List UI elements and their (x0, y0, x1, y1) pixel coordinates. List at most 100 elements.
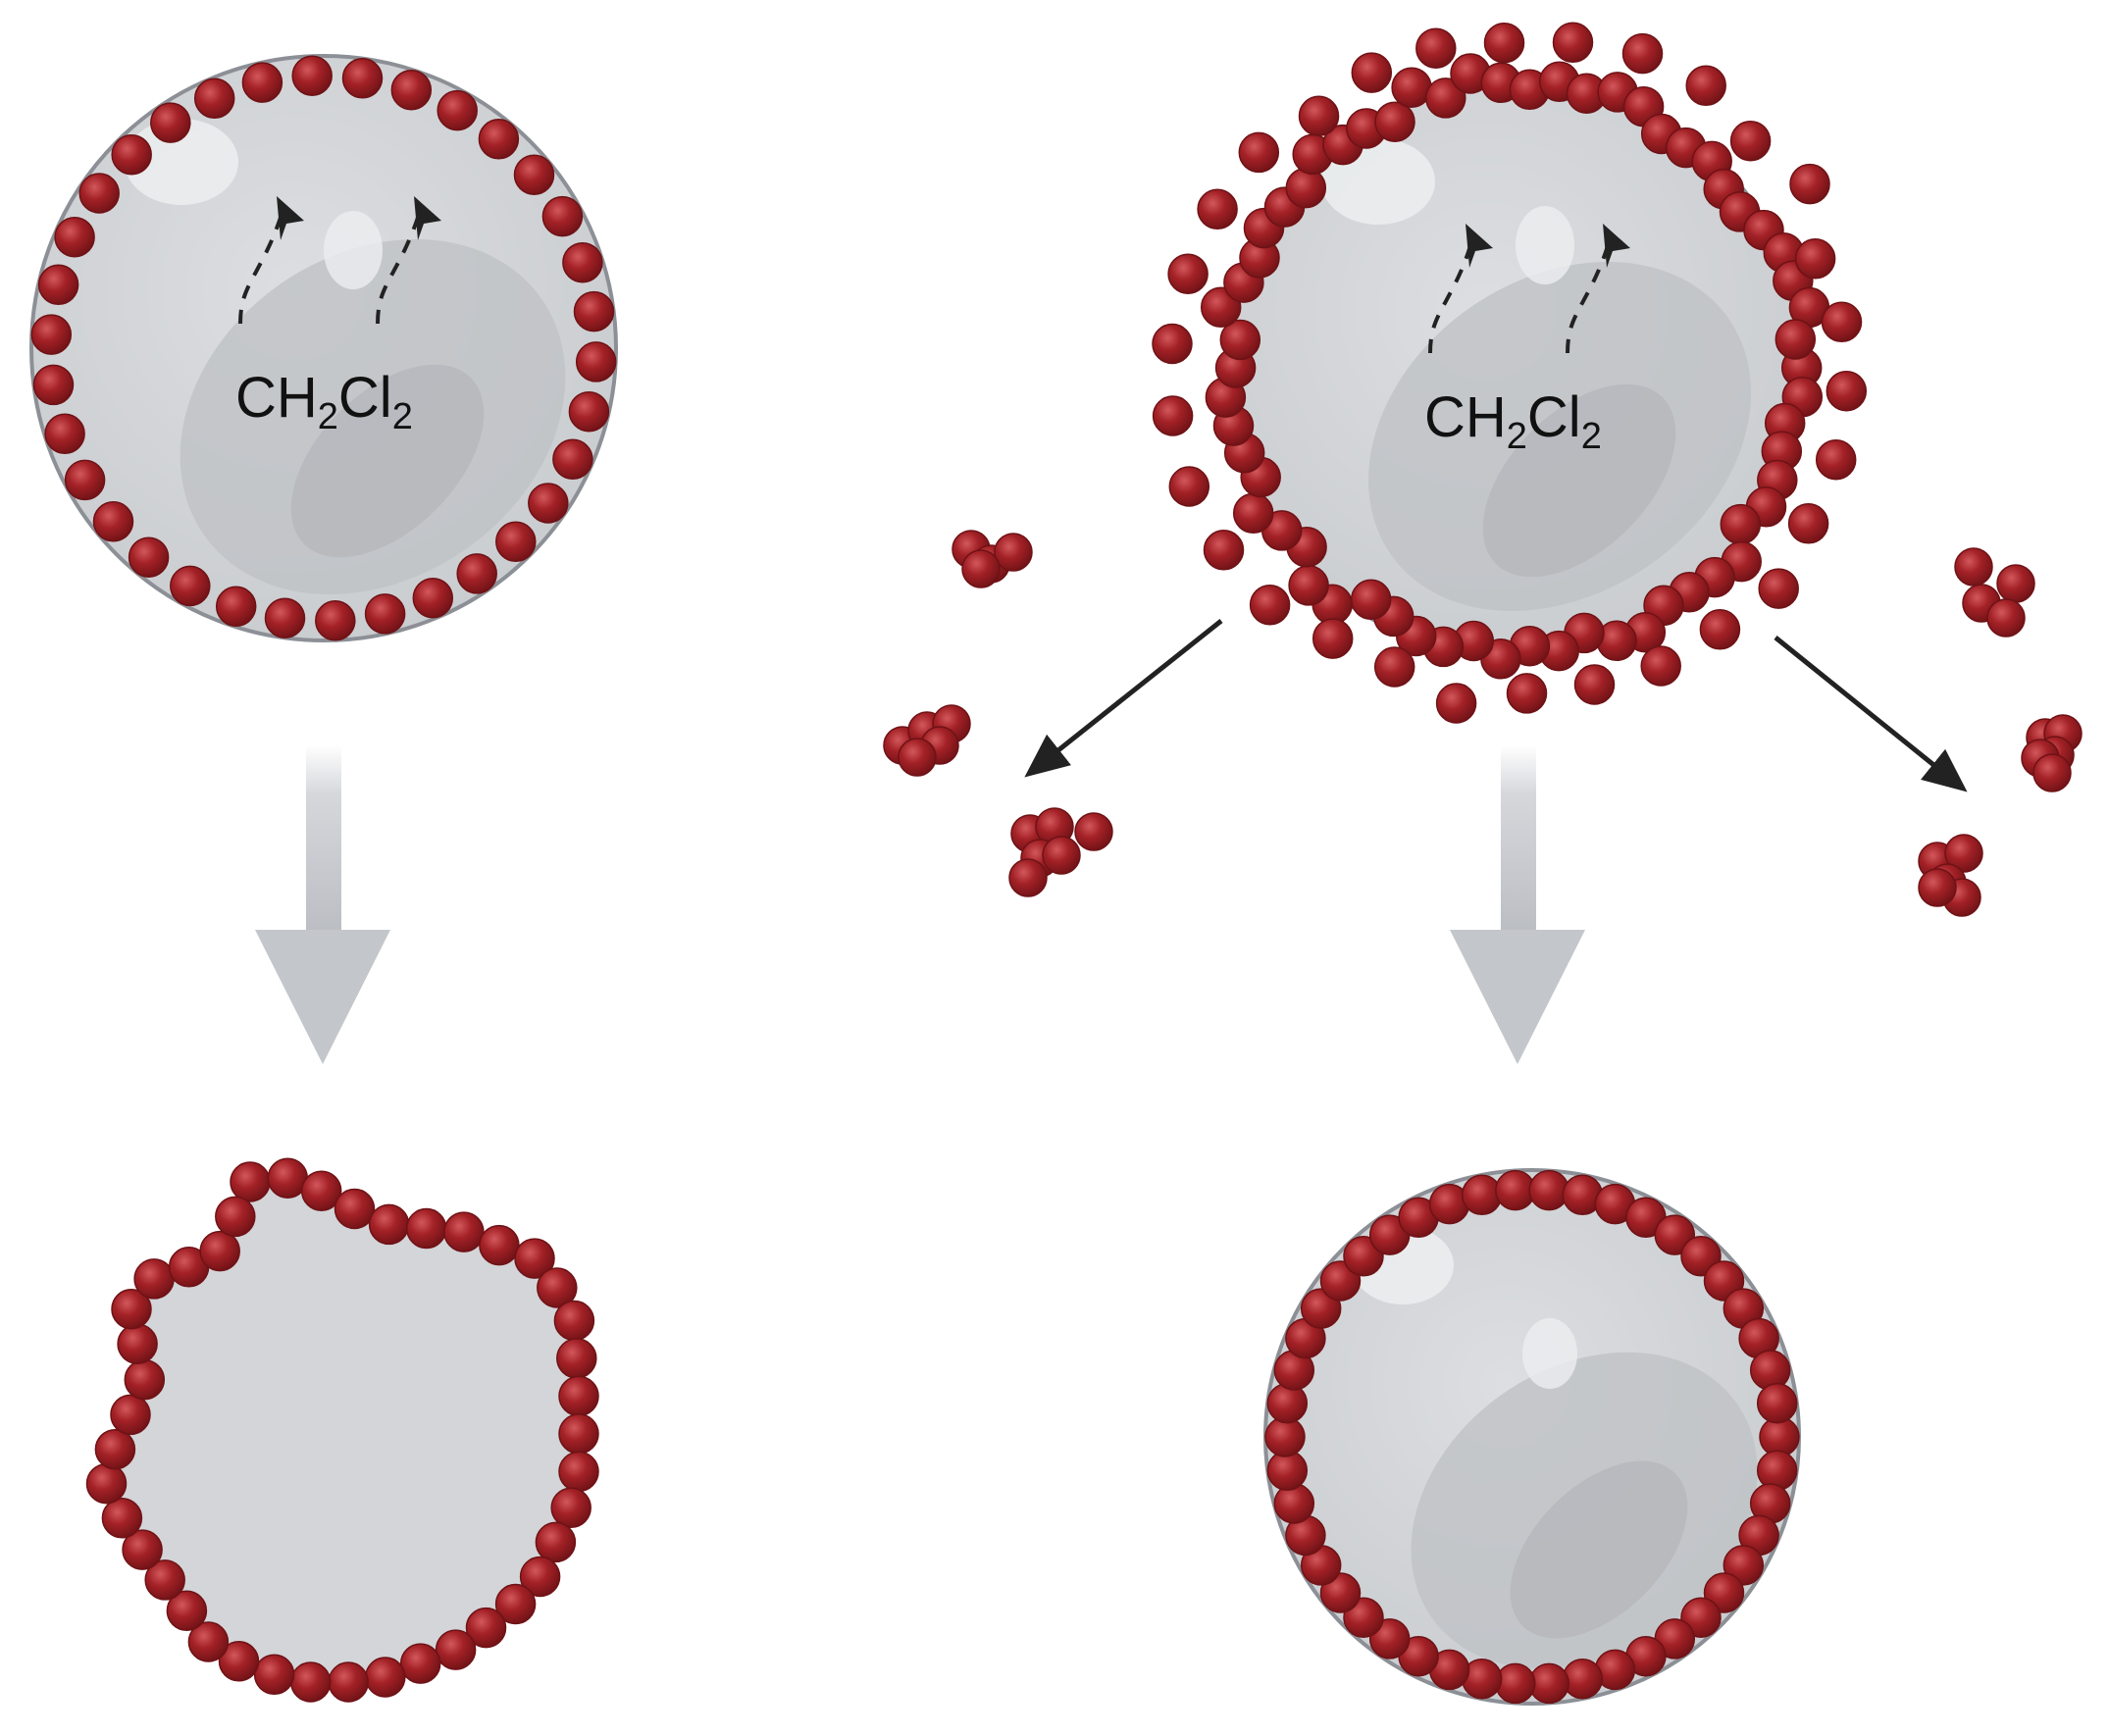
particle (1425, 77, 1466, 119)
particle (573, 290, 615, 332)
particle (1197, 188, 1238, 230)
left-top-arrowhead-2 (414, 196, 441, 240)
particle (478, 119, 520, 160)
particle (1756, 1450, 1798, 1492)
particle (1266, 1382, 1309, 1424)
particle (1506, 673, 1548, 714)
particle (1152, 395, 1194, 436)
particle (253, 1654, 295, 1696)
particle (558, 1451, 599, 1493)
particle (133, 1258, 175, 1300)
particle (435, 1629, 477, 1670)
left-top-particle-shell (30, 55, 617, 641)
particle (898, 738, 937, 777)
particle (187, 1621, 230, 1662)
particle (1074, 812, 1113, 851)
particle (1954, 547, 1993, 587)
particle (405, 1207, 447, 1250)
particle (300, 1170, 342, 1211)
particle (1435, 683, 1477, 724)
particle (513, 154, 555, 195)
left-bottom-particle-shell (85, 1157, 599, 1703)
particle (994, 533, 1033, 572)
particle (1944, 834, 1983, 873)
particle (215, 586, 257, 628)
particle (218, 1641, 260, 1682)
particle (494, 1583, 537, 1625)
particle (1483, 22, 1525, 64)
particle (334, 1188, 376, 1230)
particle (535, 1521, 577, 1563)
particle (550, 1487, 592, 1529)
particle (528, 483, 569, 524)
particle (552, 438, 593, 481)
particle (399, 1643, 441, 1684)
left-ejection-arrow (1024, 619, 1223, 778)
particle (117, 1323, 158, 1365)
particle (456, 553, 497, 594)
particle (1373, 646, 1415, 688)
particle (558, 1375, 599, 1417)
particle (390, 69, 433, 111)
particle (264, 597, 306, 638)
particle (1008, 858, 1048, 897)
right-top-formula: CH2Cl2 (1424, 385, 1602, 457)
right-top-particle-shell (1152, 22, 1868, 724)
particle (111, 133, 152, 176)
particle (1312, 618, 1354, 659)
particle (1552, 22, 1594, 64)
particle (1298, 95, 1340, 137)
particle (1729, 120, 1772, 162)
particle (1288, 565, 1329, 606)
particle (1756, 1382, 1798, 1424)
particle (341, 58, 384, 99)
particle (78, 173, 120, 214)
particle (1758, 568, 1799, 609)
particle (519, 1556, 561, 1598)
particle (1996, 564, 2035, 603)
particle (1720, 503, 1762, 545)
left-down-arrow (255, 745, 390, 1064)
particle (514, 1238, 555, 1279)
particle (465, 1607, 507, 1649)
right-bottom-particle-shell (1264, 1169, 1800, 1705)
particle (144, 1559, 185, 1601)
particle (2032, 753, 2072, 792)
particle (1699, 609, 1741, 650)
particle (562, 241, 603, 283)
left-top-formula: CH2Cl2 (235, 366, 413, 437)
particle (291, 55, 333, 96)
particle (215, 1196, 256, 1238)
particle (1815, 438, 1857, 481)
left-top-arrowhead-1 (277, 196, 304, 240)
particle (1775, 319, 1817, 360)
particle (124, 1358, 166, 1401)
right-top-droplet: CH2Cl2 (1152, 22, 1868, 724)
particle (1789, 163, 1830, 205)
particle (1787, 503, 1829, 544)
particle (575, 341, 617, 383)
particle (64, 459, 106, 501)
particle (37, 264, 79, 306)
particle (44, 413, 85, 455)
particle (1285, 167, 1327, 209)
particle (110, 1394, 151, 1436)
particle (1621, 32, 1664, 75)
particle (1685, 65, 1726, 107)
particle (568, 390, 610, 433)
particle (1152, 323, 1193, 365)
particle (1794, 238, 1836, 280)
particle (30, 314, 73, 355)
right-top-arrowhead-2 (1603, 224, 1630, 268)
left-bottom-collapsed-particle (85, 1157, 599, 1703)
particle (1826, 370, 1868, 412)
particle (558, 1413, 599, 1455)
particle (1640, 645, 1681, 687)
particle (1749, 1350, 1791, 1391)
particle (94, 1428, 136, 1470)
particle (1351, 52, 1393, 93)
particle (1918, 868, 1957, 907)
right-bottom-droplet (1263, 1168, 1801, 1706)
particle (961, 549, 1001, 588)
